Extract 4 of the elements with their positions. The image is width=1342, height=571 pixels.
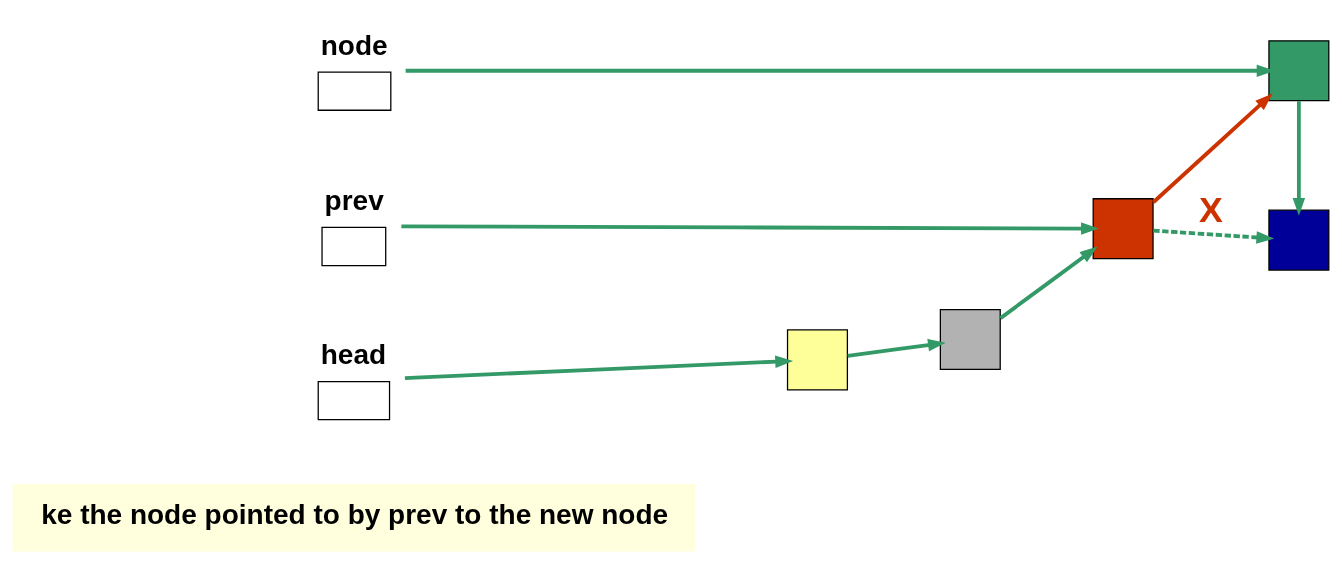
- node-label: prev: [324, 184, 384, 216]
- node-label: head: [320, 338, 387, 370]
- edge-label: X: [1198, 189, 1223, 230]
- node-label: node: [320, 29, 388, 61]
